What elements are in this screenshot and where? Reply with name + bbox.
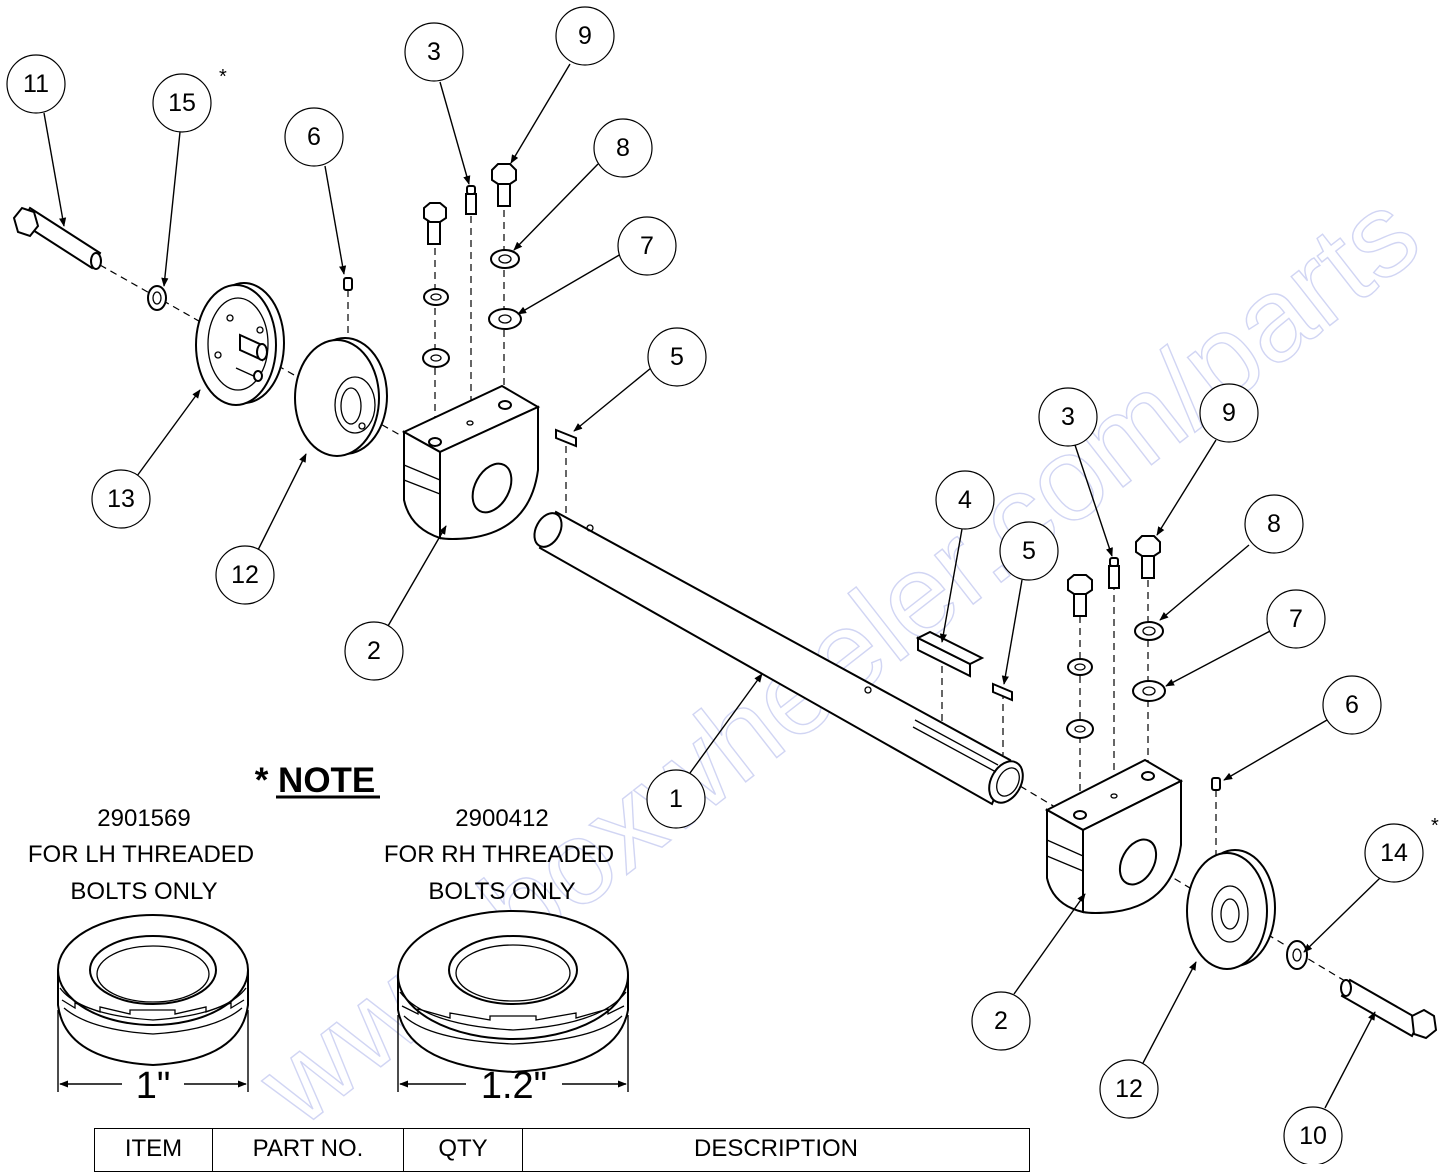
balloon-9-left: 9 (555, 6, 615, 66)
lh-part-number: 2901569 (97, 805, 190, 832)
balloon-label: 8 (1267, 510, 1281, 538)
rh-line1: FOR RH THREADED (384, 841, 614, 868)
table-header-row: ITEM PART NO. QTY DESCRIPTION (94, 1128, 1030, 1172)
key-right (992, 682, 1013, 702)
leader-lines (43, 63, 1381, 1109)
key-left (555, 428, 577, 448)
bearing-block-right (1044, 758, 1184, 914)
balloon-3-left: 3 (404, 22, 464, 82)
balloon-label: 14 (1380, 839, 1408, 867)
balloon-7-right: 7 (1266, 589, 1326, 649)
balloon-label: 13 (107, 485, 135, 513)
balloon-3-right: 3 (1038, 387, 1098, 447)
balloon-label: 3 (427, 38, 441, 66)
washers-left (422, 249, 522, 368)
header-description: DESCRIPTION (522, 1128, 1030, 1172)
bearing-block-left (401, 384, 541, 540)
grease-fitting-left (465, 185, 477, 215)
balloon-label: 4 (958, 486, 972, 514)
header-qty: QTY (403, 1128, 523, 1172)
bolt-lh (12, 206, 102, 270)
balloon-1: 1 (646, 769, 706, 829)
balloon-7-left: 7 (617, 216, 677, 276)
balloon-label: 12 (1115, 1075, 1143, 1103)
fasteners-right (1067, 535, 1161, 617)
balloon-label: 1 (669, 785, 683, 813)
lh-line1: FOR LH THREADED (28, 841, 254, 868)
note-title: * NOTE (255, 761, 376, 800)
balloon-label: 15 (168, 89, 196, 117)
balloon-label: 7 (640, 232, 654, 260)
washer-rh (1286, 940, 1308, 970)
balloon-label: 2 (367, 637, 381, 665)
lh-dimension-label: 1" (136, 1065, 171, 1107)
rh-line2: BOLTS ONLY (428, 878, 575, 905)
balloon-11: 11 (6, 54, 66, 114)
balloon-6-right: 6 (1322, 675, 1382, 735)
balloon-label: 7 (1289, 605, 1303, 633)
balloon-12-right: 12 (1099, 1059, 1159, 1119)
set-screw-left (343, 277, 353, 291)
parts-list-table: ITEM PART NO. QTY DESCRIPTION (94, 1128, 1030, 1172)
balloon-2-right: 2 (971, 991, 1031, 1051)
balloon-label: 3 (1061, 403, 1075, 431)
lh-dimension (57, 1010, 249, 1092)
pulley-left (294, 337, 388, 457)
rh-dimension-label: 1.2" (481, 1065, 547, 1107)
balloon-label: 5 (670, 343, 684, 371)
balloon-label: 8 (616, 134, 630, 162)
bolt-block-left (423, 163, 517, 245)
asterisk-14: * (1431, 815, 1439, 837)
rh-dimension (397, 1015, 629, 1092)
balloon-13: 13 (91, 469, 151, 529)
balloon-label: 9 (1222, 399, 1236, 427)
balloon-8-right: 8 (1244, 494, 1304, 554)
balloon-9-right: 9 (1199, 383, 1259, 443)
header-item: ITEM (94, 1128, 213, 1172)
header-part-no: PART NO. (212, 1128, 404, 1172)
rh-washer-illustration (397, 910, 629, 1074)
bolt-rh (1340, 978, 1438, 1040)
balloon-4: 4 (935, 470, 995, 530)
balloon-6-left: 6 (284, 107, 344, 167)
shaft (533, 510, 1024, 806)
balloon-label: 6 (307, 123, 321, 151)
washer-lh (147, 285, 167, 311)
pulley-right (1186, 849, 1276, 970)
hub-disc-left (195, 282, 285, 406)
balloon-label: 12 (231, 561, 259, 589)
balloon-8-left: 8 (593, 118, 653, 178)
balloon-label: 6 (1345, 691, 1359, 719)
asterisk-15: * (219, 66, 227, 88)
balloon-15: 15 (152, 73, 212, 133)
balloon-label: 5 (1022, 537, 1036, 565)
balloon-label: 10 (1299, 1122, 1327, 1150)
balloon-5-left: 5 (647, 327, 707, 387)
balloon-5-right: 5 (999, 521, 1059, 581)
balloon-label: 2 (994, 1007, 1008, 1035)
balloon-12-left: 12 (215, 545, 275, 605)
lh-line2: BOLTS ONLY (70, 878, 217, 905)
balloon-label: 9 (578, 22, 592, 50)
balloon-2-left: 2 (344, 621, 404, 681)
lh-washer-illustration (57, 914, 249, 1067)
key-long (915, 630, 985, 678)
set-screw-right (1211, 777, 1221, 791)
balloon-14: 14 (1364, 823, 1424, 883)
washers-right (1066, 621, 1166, 739)
balloon-label: 11 (23, 70, 49, 98)
balloon-10: 10 (1283, 1106, 1343, 1164)
rh-part-number: 2900412 (455, 805, 548, 832)
